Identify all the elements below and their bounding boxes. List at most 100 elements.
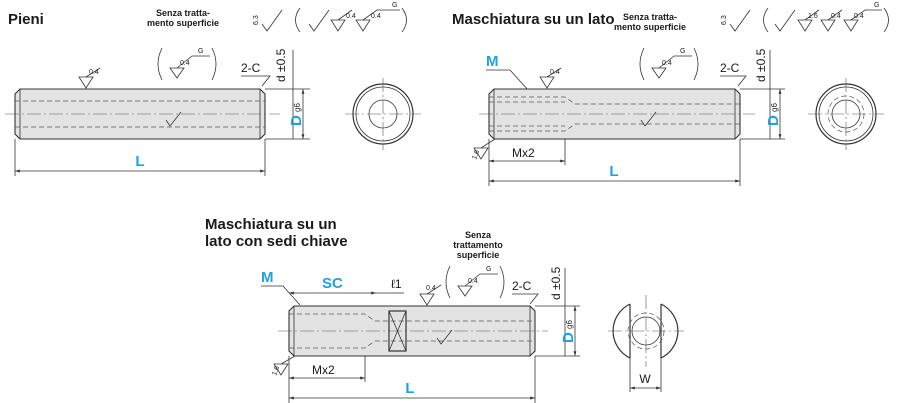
tap-hidden-line [489,96,740,105]
view3-D: D [560,332,577,343]
paren-right-icon [693,47,699,81]
roughness-triangle-icon [651,55,692,79]
view3-L: L [405,380,414,397]
view2-rough-paren-g: G [680,48,685,55]
roughness-triangle-icon [843,9,882,32]
view2-rough-a: 1.6 [808,13,818,20]
view2-Mx2: Mx2 [512,146,535,160]
roughness-triangle-icon [355,9,400,32]
roughness-triangle-icon [457,273,498,297]
view2-g6: g6 [770,103,779,112]
view3-title-line1: Maschiatura su un [205,216,337,233]
roughness-triangle-icon [419,284,442,306]
view2-rough-tap: 1.6 [471,149,481,161]
roughness-triangle-icon [273,355,296,376]
view3-Mx2: Mx2 [312,363,335,377]
leader-line [85,67,101,78]
roughness-triangle-icon [473,138,496,160]
view3-rough-paren-g: G [486,266,491,273]
m-leader [261,285,301,306]
view2-L: L [609,163,618,180]
view1-rough-g: G [392,2,397,9]
view3-l1: ℓ1 [391,277,402,291]
view3-rough-tap: 1.6 [271,365,281,377]
paren-left-icon [295,7,301,33]
paren-left-icon [639,47,645,81]
view1-rough-b: 0.4 [371,13,381,20]
view1-rough-left: 0.4 [89,69,99,76]
roughness-triangle-icon [539,67,562,89]
keyseat-cross [388,310,407,352]
check-mark-icon [729,9,751,32]
view1-rough-paren: 0.4 [180,60,190,67]
view1-d-tol: d ±0.5 [274,48,288,82]
view-plain: Pieni Senza tratta- mento superficie 6.3… [5,2,421,176]
view3-d-tol: d ±0.5 [549,266,563,300]
check-mark-icon [436,329,453,345]
view1-rough-a: 0.4 [346,13,356,20]
view-tapped-one-side: Maschiatura su un lato Senza tratta- men… [452,2,889,186]
view3-W: W [639,372,651,386]
view3-SC: SC [322,275,343,292]
view2-d-tol: d ±0.5 [754,48,768,82]
chamfer-leader [720,75,747,87]
check-mark-icon [261,9,283,32]
view1-L: L [135,153,144,170]
paren-right-icon [883,7,889,33]
roughness-triangle-icon [797,9,820,32]
paren-left-icon [157,47,163,81]
chamfer-leader [241,75,271,87]
check-mark-icon [774,9,796,32]
view2-rough-paren: 0.4 [662,60,672,67]
paren-right-icon [499,265,505,299]
paren-right-icon [211,47,217,81]
view3-title-line2: lato con sedi chiave [205,233,348,250]
view2-D: D [765,115,782,126]
view-tapped-with-keyseat: Maschiatura su un lato con sedi chiave S… [205,216,684,403]
view3-rough-paren: 0.4 [468,278,478,285]
view1-note-line1: Senza tratta- [156,8,210,18]
view3-g6: g6 [565,320,574,329]
view1-roughness-symbols: 6.3 0.4 0.4 G [253,2,407,33]
view1-D: D [288,115,305,126]
view2-rough-g: G [874,2,879,9]
view2-rough-b: 0.4 [831,13,841,20]
view2-chamfer: 2-C [720,61,740,75]
view1-g6: g6 [293,103,302,112]
view1-note-line2: mento superficie [147,18,219,28]
view1-rough-general: 6.3 [253,15,260,25]
roughness-triangle-icon [820,9,843,32]
tap-hidden-line [489,123,740,132]
check-mark-icon [308,9,330,32]
roughness-triangle-icon [169,55,210,79]
paren-left-icon [763,7,769,33]
end-view-outer [612,303,679,359]
tap-hidden-line [289,313,535,322]
view3-M: M [261,269,274,286]
paren-left-icon [445,265,451,299]
keyseat-flat [388,310,407,352]
m-leader [486,69,529,91]
view2-M: M [486,53,499,70]
view3-note-line3: superficie [457,250,500,260]
view3-chamfer: 2-C [512,279,532,293]
view3-note-line1: Senza [465,230,492,240]
check-mark-icon [165,111,182,127]
view2-note-line2: mento superficie [614,22,686,32]
roughness-triangle-icon [78,76,94,89]
view3-note-line2: trattamento [453,240,503,250]
paren-right-icon [401,7,407,33]
tap-hidden-line [289,340,535,349]
view1-chamfer: 2-C [241,61,261,75]
view1-rough-paren-g: G [198,48,203,55]
view1-title: Pieni [8,11,44,28]
check-mark-icon [640,111,657,127]
roughness-triangle-icon [330,9,353,32]
chamfer-leader [512,293,539,305]
view3-rough-a: 0.4 [426,285,436,292]
view2-rough-general: 6.3 [721,15,728,25]
view2-title: Maschiatura su un lato [452,11,615,28]
view2-roughness-symbols: 6.3 1.6 0.4 0.4 G [721,2,889,33]
view2-rough-left: 0.4 [550,69,560,76]
